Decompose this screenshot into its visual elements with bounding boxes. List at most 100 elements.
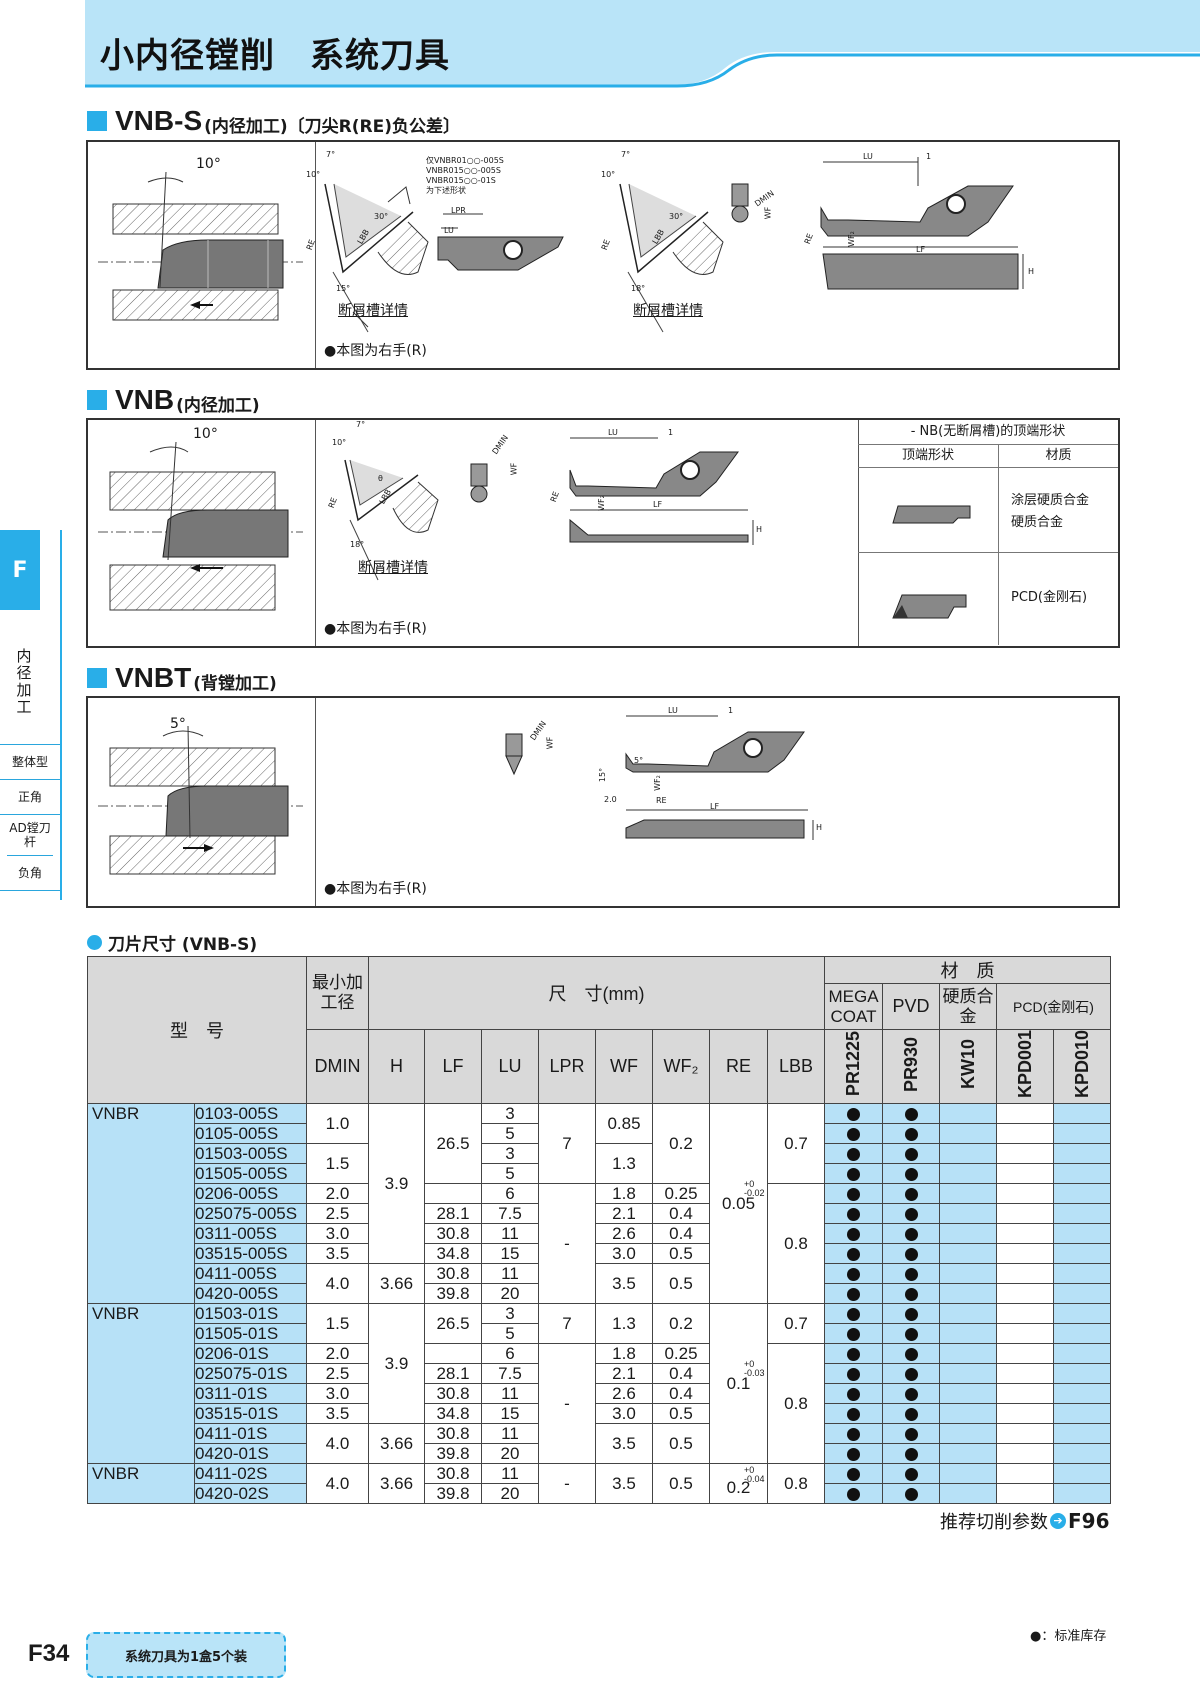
tab-f[interactable]: F [0,530,40,610]
table-row: VNBR 0103-005S 1.0 3.9 26.5 3 7 0.85 0.2… [87,1103,1111,1305]
angle-label: 5° [170,716,186,732]
cell-dmin: 1.5 [306,1303,369,1345]
cell-dmin: 2.0 [306,1343,369,1365]
stock-dot [904,1288,918,1302]
stock-dot [904,1228,918,1242]
cell-lu: 3 [481,1303,539,1325]
group-name: VNBR [87,1303,195,1465]
side-item-ad-bar[interactable]: AD镗刀杆 [7,815,53,856]
chip-detail-caption: 断屑槽详情 [338,303,408,319]
section-code: VNB-S [115,105,203,136]
cell-wf: 1.8 [595,1343,653,1365]
col-model: 型 号 [87,955,307,1105]
angle-label: 7° [621,150,631,159]
cell-lf: 30.8 [424,1423,482,1445]
cell-dmin: 1.0 [306,1103,369,1145]
cell-lpr: 7 [538,1303,596,1345]
side-item-positive[interactable]: 正角 [0,780,60,815]
page-number: F34 [28,1640,70,1667]
cell-dmin: 3.5 [306,1243,369,1265]
cell-lf: 30.8 [424,1263,482,1285]
angle-label: 18° [350,540,365,549]
stock-dot [904,1248,918,1262]
stock-dot [904,1168,918,1182]
vnbs-diagram-panel: 10° 7° 10° 30° 15° RE LBB 断屑槽详情 仅VNBR01○… [86,140,1120,370]
lf-label: LF [653,500,663,509]
section-marker [87,668,107,688]
angle-label: 15° [336,284,351,293]
stock-dot [904,1128,918,1142]
nb-shape-pcd [858,553,999,645]
model-suffix: 01505-01S [194,1323,307,1345]
lu-label: LU [444,226,454,235]
model-suffix: 01503-01S [194,1303,307,1325]
cell-wf: 3.5 [595,1263,653,1305]
two-zero-label: 2.0 [604,795,617,804]
stock-dot [904,1388,918,1402]
cell-lu: 15 [481,1243,539,1265]
cell-lu: 11 [481,1383,539,1405]
model-suffix: 01505-005S [194,1163,307,1185]
material-pcd: PCD(金刚石) [1011,590,1088,605]
h-label: H [1028,267,1035,276]
wf-label: WF [545,736,555,750]
cell-wf: 1.3 [595,1143,653,1185]
stock-dot [904,1208,918,1222]
one-label: 1 [926,152,932,161]
lf-label: LF [710,802,720,811]
section-desc: (背镗加工) [193,673,277,694]
col-dimensions: 尺 寸(mm) [368,956,825,1030]
vnb-diagram-panel: 10° 7° 10° θ 18° RE LBB 断屑槽详情 DMIN WF LU… [86,418,1120,648]
cell-wf2: 0.4 [652,1223,710,1245]
stock-dot [847,1328,860,1342]
table-row: 03515-005S 3.5 34.8 15 3.0 0.5 [88,1243,1111,1265]
header-banner [85,0,1200,88]
cell-wf: 3.5 [595,1423,653,1465]
one-label: 1 [728,706,734,715]
cell-lbb: 0.8 [767,1183,825,1305]
recommend-link[interactable]: 推荐切削参数 ➔ F96 [940,1508,1110,1534]
cell-wf: 3.0 [595,1243,653,1265]
model-suffix: 0420-01S [194,1443,307,1465]
model-suffix: 0411-01S [194,1423,307,1445]
section-desc: (内径加工)〔刀尖R(RE)负公差〕 [204,116,460,137]
grade-kpd001: KPD001 [1014,1030,1035,1099]
vnbt-diagram-panel: 5° DMIN WF LU 1 15° 5° 2.0 WF₂ RE LF H ●… [86,696,1120,908]
table-caption-text: 刀片尺寸 (VNB-S) [108,935,258,955]
angle-label: 10° [332,438,347,447]
angle-label: 30° [669,212,684,221]
stock-dot [847,1408,860,1422]
re-label: RE [656,796,667,805]
side-item-solid[interactable]: 整体型 [0,745,60,780]
stock-dot [904,1468,918,1482]
cell-lu: 5 [481,1163,539,1185]
right-hand-note: ●本图为右手(R) [324,881,427,897]
cell-dmin: 3.5 [306,1403,369,1425]
lu-label: LU [863,152,873,161]
grade-pr930: PR930 [900,1036,921,1092]
cell-lu: 6 [481,1343,539,1365]
cell-lf: 39.8 [424,1443,482,1465]
stock-dot [904,1108,918,1122]
stock-dot [904,1148,918,1162]
recommend-ref: F96 [1068,1509,1110,1533]
table-row: 0420-02S 39.8 20 [88,1483,1111,1505]
stock-dot [904,1408,918,1422]
cell-h: 3.66 [368,1463,425,1505]
cell-wf2: 0.5 [652,1263,710,1305]
cell-h: 3.66 [368,1423,425,1465]
col-carbide: 硬质合金 [939,983,997,1030]
model-suffix: 0420-005S [194,1283,307,1305]
model-suffix: 03515-005S [194,1243,307,1265]
arrow-right-icon: ➔ [1050,1513,1066,1529]
cell-wf: 3.5 [595,1463,653,1505]
angle-label: 10° [196,156,221,172]
cell-lu: 20 [481,1483,539,1505]
stock-dot [904,1348,918,1362]
side-item-negative[interactable]: 负角 [0,856,60,891]
caption-bullet [87,935,102,950]
stock-dot [847,1188,860,1202]
insert-dimension-table: 型 号 最小加工径 尺 寸(mm) 材 质 MEGA COAT PVD 硬质合金… [87,955,1111,1505]
cell-wf2: 0.25 [652,1183,710,1205]
